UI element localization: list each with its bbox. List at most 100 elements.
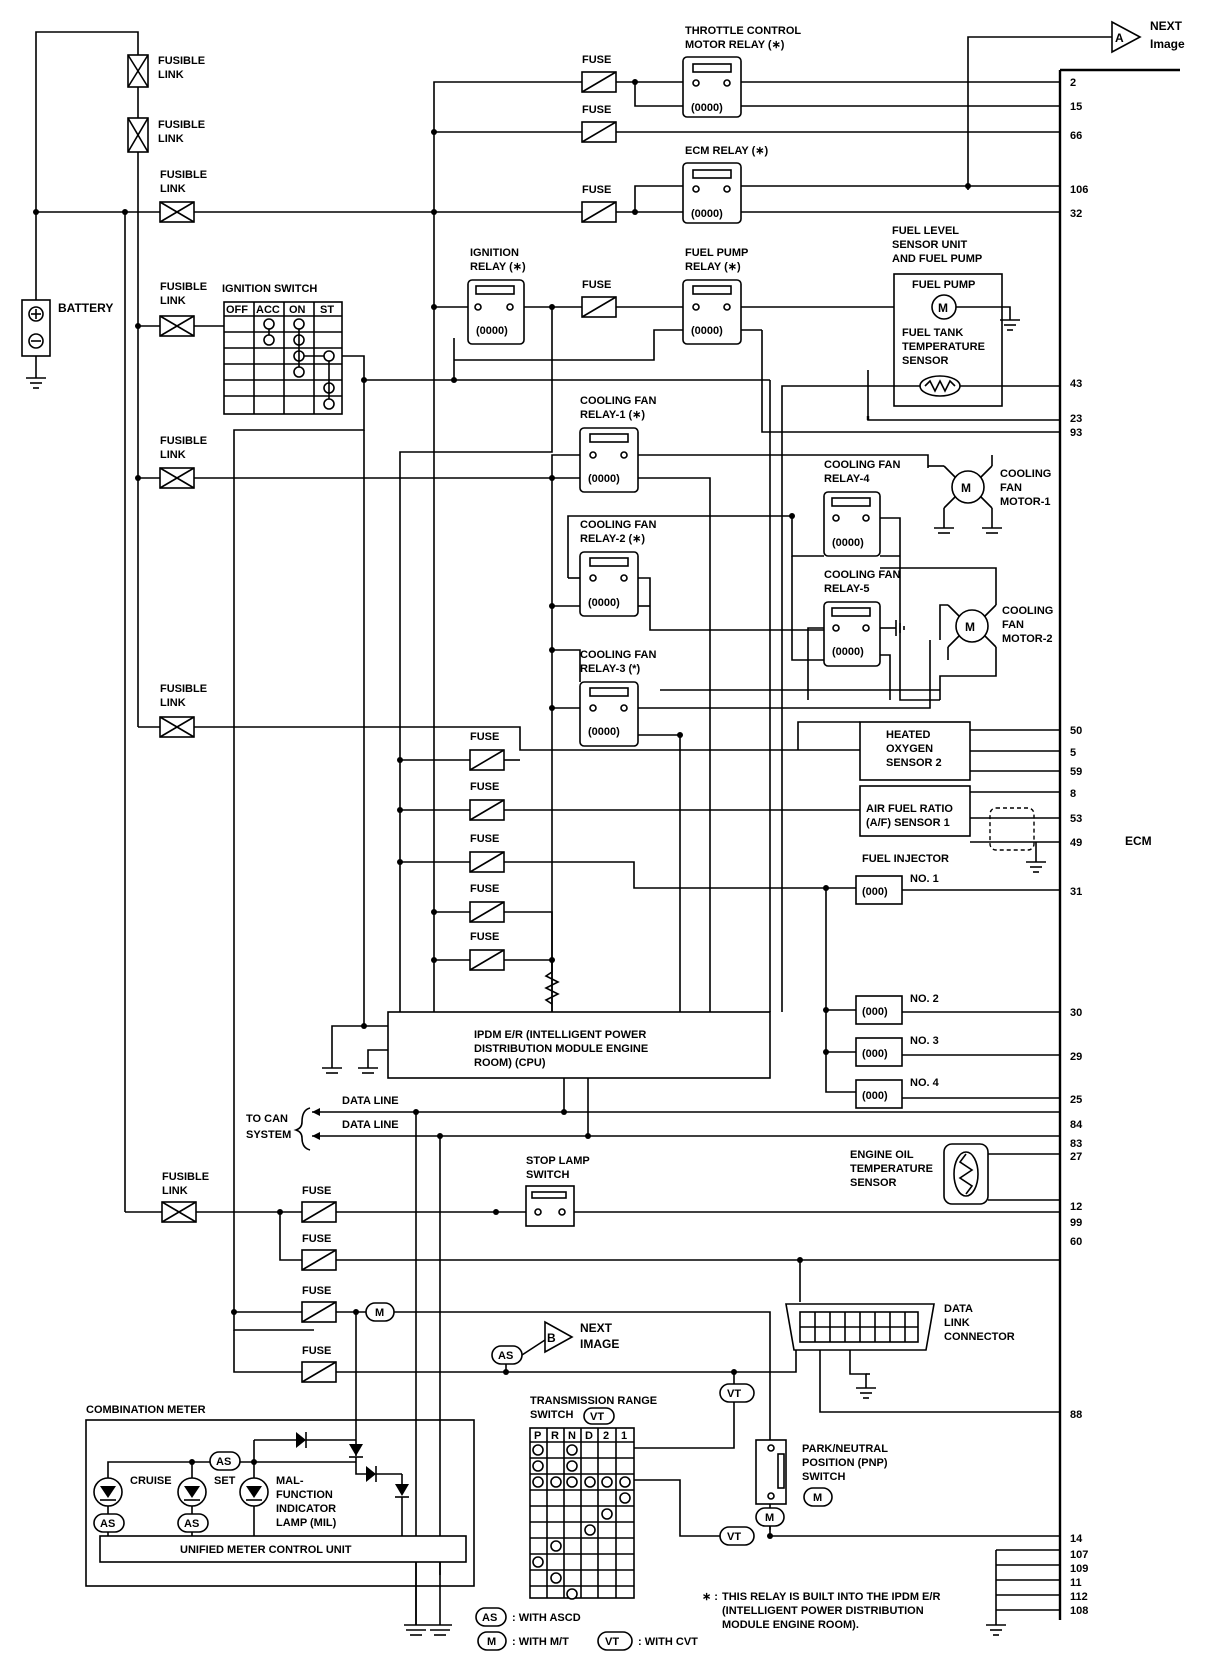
- ecm-pin-83: 83: [1070, 1138, 1082, 1150]
- svg-text:NEXT: NEXT: [1150, 19, 1183, 33]
- fuse-66: FUSE: [581, 104, 617, 143]
- svg-text:POSITION (PNP): POSITION (PNP): [802, 1457, 888, 1469]
- svg-text:SENSOR: SENSOR: [850, 1177, 897, 1189]
- svg-text:NO. 2: NO. 2: [910, 993, 939, 1005]
- svg-text:ECM RELAY (∗): ECM RELAY (∗): [685, 145, 769, 157]
- data-link-connector: DATA LINK CONNECTOR: [785, 1303, 1015, 1351]
- svg-text:MOTOR-1: MOTOR-1: [1000, 496, 1051, 508]
- svg-text:LINK: LINK: [158, 133, 184, 145]
- svg-text:OFF: OFF: [226, 304, 248, 316]
- tag-vt-1: VT: [719, 1383, 755, 1403]
- svg-text:FUSIBLE: FUSIBLE: [158, 55, 205, 67]
- ecm-pin-30: 30: [1070, 1007, 1082, 1019]
- svg-text:IMAGE: IMAGE: [580, 1337, 619, 1351]
- svg-text:FUSE: FUSE: [582, 104, 611, 116]
- tag-vt-2: VT: [719, 1526, 755, 1546]
- fuel-injector-no2: (000) NO. 2: [855, 993, 939, 1025]
- svg-text:R: R: [551, 1430, 559, 1442]
- svg-text:DATA LINE: DATA LINE: [342, 1095, 399, 1107]
- svg-text:TEMPERATURE: TEMPERATURE: [902, 341, 985, 353]
- fuel-injector-no3: (000) NO. 3: [855, 1035, 939, 1067]
- svg-text:AS: AS: [100, 1518, 115, 1530]
- svg-text:FUSE: FUSE: [582, 279, 611, 291]
- ecm-pin-8: 8: [1070, 788, 1076, 800]
- fuse-60: FUSE: [301, 1233, 337, 1271]
- svg-text:FUSE: FUSE: [470, 931, 499, 943]
- svg-text:DATA: DATA: [944, 1303, 973, 1315]
- ecm-pin-84: 84: [1070, 1119, 1083, 1131]
- svg-text:IGNITION SWITCH: IGNITION SWITCH: [222, 283, 317, 295]
- svg-text:FUEL PUMP: FUEL PUMP: [912, 279, 975, 291]
- fusible-link-4: FUSIBLE LINK: [159, 281, 207, 337]
- battery: BATTERY: [21, 299, 113, 389]
- svg-text:RELAY-2 (∗): RELAY-2 (∗): [580, 533, 645, 545]
- svg-text:LINK: LINK: [158, 69, 184, 81]
- svg-text:SWITCH: SWITCH: [526, 1169, 569, 1181]
- svg-text:M: M: [813, 1492, 822, 1504]
- svg-text:(A/F) SENSOR 1: (A/F) SENSOR 1: [866, 817, 950, 829]
- svg-text:AS: AS: [184, 1518, 199, 1530]
- svg-text:LINK: LINK: [944, 1317, 970, 1329]
- svg-text:FUSE: FUSE: [302, 1345, 331, 1357]
- fusible-link-7: FUSIBLE LINK: [161, 1171, 209, 1223]
- svg-text:TRANSMISSION RANGE: TRANSMISSION RANGE: [530, 1395, 657, 1407]
- ecm-pin-99: 99: [1070, 1217, 1082, 1229]
- fuel-pump-relay: FUEL PUMP RELAY (∗) (0000): [682, 247, 748, 345]
- svg-text:HEATED: HEATED: [886, 729, 930, 741]
- ecm-pin-14: 14: [1070, 1533, 1083, 1545]
- ecm-pin-5: 5: [1070, 747, 1076, 759]
- svg-text:AS: AS: [216, 1456, 231, 1468]
- ecm-pin-112: 112: [1070, 1591, 1088, 1603]
- svg-text:COOLING FAN: COOLING FAN: [580, 649, 656, 661]
- svg-text:FUEL PUMP: FUEL PUMP: [685, 247, 748, 259]
- fuse-ipdm-4: FUSE: [469, 883, 505, 923]
- svg-text:SENSOR UNIT: SENSOR UNIT: [892, 239, 967, 251]
- cooling-fan-relay-2: COOLING FAN RELAY-2 (∗) (0000): [579, 519, 656, 617]
- cooling-fan-relay-1: COOLING FAN RELAY-1 (∗) (0000): [579, 395, 656, 493]
- svg-text:ST: ST: [320, 304, 334, 316]
- svg-text:RELAY-5: RELAY-5: [824, 583, 869, 595]
- fuse-ipdm-2: FUSE: [469, 781, 505, 821]
- svg-text:1: 1: [621, 1430, 627, 1442]
- next-image-a-marker: A NEXT Image: [1111, 19, 1185, 54]
- fuse-fuel-pump: FUSE: [581, 279, 617, 318]
- svg-text:VT: VT: [727, 1388, 741, 1400]
- fuse-meter: FUSE: [301, 1285, 337, 1323]
- svg-text:(000): (000): [862, 886, 888, 898]
- tag-as-meter: AS: [209, 1451, 241, 1471]
- svg-text:THIS RELAY IS BUILT INTO THE I: THIS RELAY IS BUILT INTO THE IPDM E/R: [722, 1591, 940, 1603]
- svg-text:(0000): (0000): [832, 646, 864, 658]
- svg-text:RELAY (∗): RELAY (∗): [685, 261, 741, 273]
- svg-text:Image: Image: [1150, 37, 1185, 51]
- heated-oxygen-sensor-2: HEATED OXYGEN SENSOR 2: [859, 721, 971, 781]
- ecm-pin-106: 106: [1070, 184, 1088, 196]
- svg-text:FUSIBLE: FUSIBLE: [160, 683, 207, 695]
- svg-text:COOLING FAN: COOLING FAN: [580, 519, 656, 531]
- svg-text:(0000): (0000): [691, 325, 723, 337]
- ecm-pin-53: 53: [1070, 813, 1082, 825]
- svg-text:(0000): (0000): [691, 102, 723, 114]
- svg-text:FUSIBLE: FUSIBLE: [162, 1171, 209, 1183]
- tag-as-cruise: AS: [93, 1513, 125, 1533]
- svg-text:(0000): (0000): [588, 473, 620, 485]
- legend: AS : WITH ASCD M : WITH M/T VT : WITH CV…: [475, 1591, 940, 1651]
- ecm-pin-labels: 2 15 66 106 32 43 23 93 50 5 59 8 53 49 …: [1070, 77, 1088, 1617]
- combination-meter: COMBINATION METER UNIFIED METER CONTROL …: [85, 1404, 475, 1587]
- set-indicator: SET: [177, 1475, 236, 1507]
- svg-text:CRUISE: CRUISE: [130, 1475, 172, 1487]
- svg-text:STOP LAMP: STOP LAMP: [526, 1155, 590, 1167]
- ignition-relay: IGNITION RELAY (∗) (0000): [467, 247, 526, 345]
- svg-text:FUSE: FUSE: [582, 184, 611, 196]
- svg-text:LINK: LINK: [160, 295, 186, 307]
- svg-text:FUSE: FUSE: [470, 883, 499, 895]
- svg-text:ROOM) (CPU): ROOM) (CPU): [474, 1057, 546, 1069]
- svg-text:(0000): (0000): [832, 537, 864, 549]
- svg-text:FUSE: FUSE: [470, 781, 499, 793]
- svg-text:SET: SET: [214, 1475, 236, 1487]
- svg-text:NO. 1: NO. 1: [910, 873, 939, 885]
- ecm-pin-43: 43: [1070, 378, 1082, 390]
- svg-text:(0000): (0000): [588, 726, 620, 738]
- svg-text:LAMP (MIL): LAMP (MIL): [276, 1517, 337, 1529]
- svg-text:∗ :: ∗ :: [702, 1591, 718, 1603]
- fusible-link-1: FUSIBLE LINK: [127, 54, 205, 88]
